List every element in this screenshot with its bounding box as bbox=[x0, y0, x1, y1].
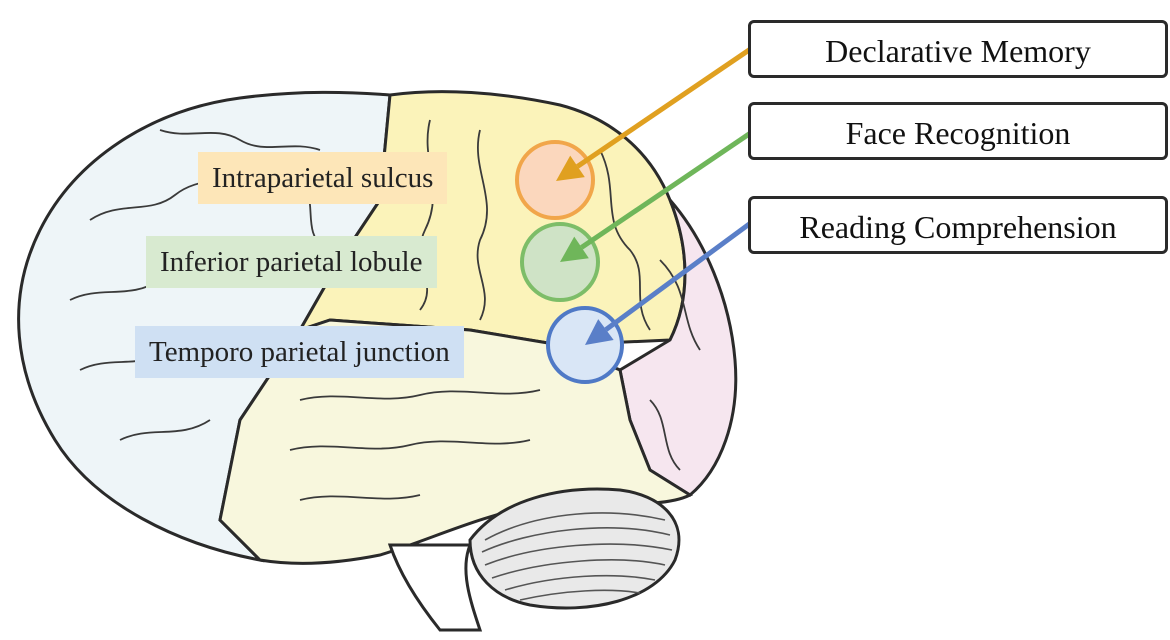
brainstem bbox=[390, 545, 480, 630]
region-label-temporo-parietal-junction: Temporo parietal junction bbox=[135, 326, 464, 378]
function-box-face-recognition: Face Recognition bbox=[748, 102, 1168, 160]
region-label-inferior-parietal-lobule: Inferior parietal lobule bbox=[146, 236, 437, 288]
region-label-intraparietal-sulcus: Intraparietal sulcus bbox=[198, 152, 447, 204]
function-box-reading-comprehension: Reading Comprehension bbox=[748, 196, 1168, 254]
function-box-declarative-memory: Declarative Memory bbox=[748, 20, 1168, 78]
region-marker-ips bbox=[517, 142, 593, 218]
